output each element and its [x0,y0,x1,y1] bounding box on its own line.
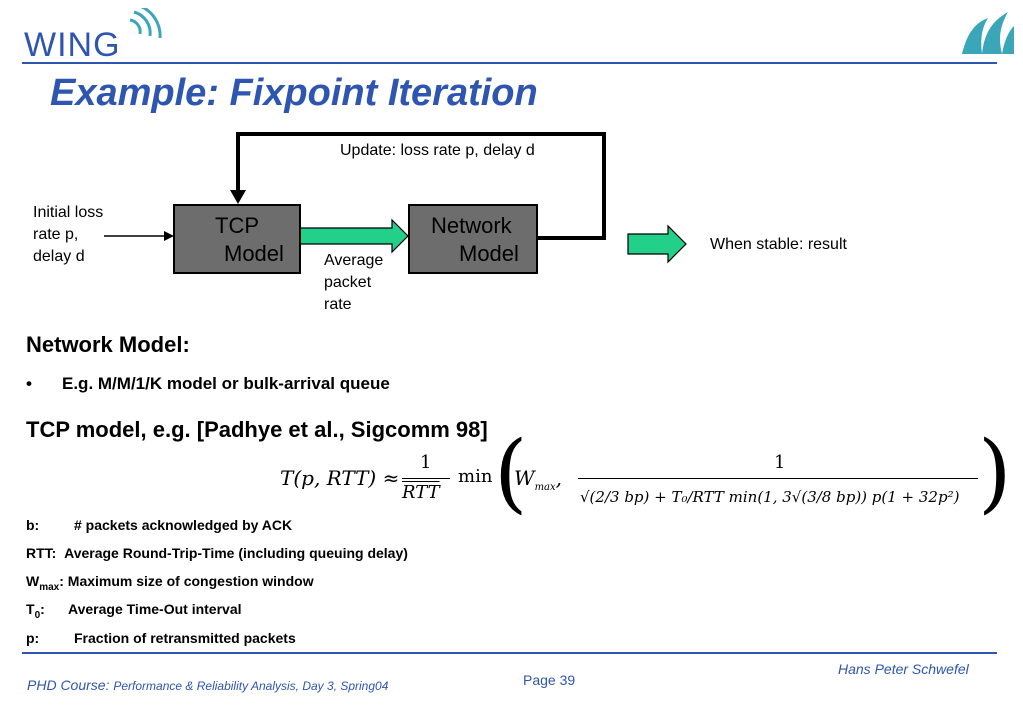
network-box-line1: Network [431,213,512,238]
tcp-box-line2: Model [224,241,284,266]
formula-inner-den: √(2/3 bp) + T₀/RTT min(1, 3√(3/8 bp)) p(… [580,488,960,506]
formula-frac-num: 1 [420,452,432,473]
tcp-throughput-formula: T(p, RTT) ≈ 1 RTT min ( Wmax, 1 √(2/3 bp… [280,430,1012,528]
page-title: Example: Fixpoint Iteration [50,72,538,114]
tcp-model-box: TCP Model [173,204,301,274]
tcp-model-heading: TCP model, e.g. [Padhye et al., Sigcomm … [26,417,488,442]
update-label: Update: loss rate p, delay d [340,142,535,159]
footer-course: PHD Course: Performance & Reliability An… [27,677,389,693]
formula-min: min [458,466,493,487]
network-model-box: Network Model [408,204,538,274]
formula-wmax: Wmax, [514,466,563,493]
initial-label: Initial loss rate p, delay d [33,204,104,265]
rate-label: Average packet rate [324,252,384,313]
rate-arrow [299,218,409,254]
formula-frac-den: RTT [402,482,440,503]
legend-b: b:# packets acknowledged by ACK [26,517,293,533]
wifi-waves-icon [129,8,162,39]
header-rule [22,62,997,64]
bullet-dot-icon: • [26,374,32,393]
formula-left-paren: ( [494,423,528,523]
legend-rtt: RTT: Average Round-Trip-Time (including … [26,545,408,561]
feedback-loop-line [236,132,606,240]
input-arrowhead [164,231,174,241]
wing-logo: WING [22,8,162,64]
fixpoint-diagram [104,132,687,264]
formula-inner-num: 1 [774,452,786,473]
legend-t0: T0:Average Time-Out interval [26,601,242,621]
logo-text: WING [24,26,121,64]
footer-author: Hans Peter Schwefel [838,661,969,677]
network-box-line2: Model [459,241,519,266]
legend-wmax: Wmax: Maximum size of congestion window [26,573,314,593]
tcp-box-line1: TCP [215,213,259,238]
footer-page: Page 39 [523,672,576,688]
formula-frac-bar [402,478,450,479]
network-model-bullet: •E.g. M/M/1/K model or bulk-arrival queu… [26,374,390,393]
formula-right-paren: ) [978,423,1012,523]
footer-rule [22,652,997,654]
feedback-arrowhead [230,190,246,204]
legend-p: p:Fraction of retransmitted packets [26,630,296,646]
university-emblem-icon [962,12,1014,54]
formula-lhs: T(p, RTT) ≈ [280,466,400,490]
formula-inner-bar [578,478,978,479]
result-arrow [627,224,687,264]
network-model-heading: Network Model: [26,332,190,357]
result-label: When stable: result [710,236,847,253]
